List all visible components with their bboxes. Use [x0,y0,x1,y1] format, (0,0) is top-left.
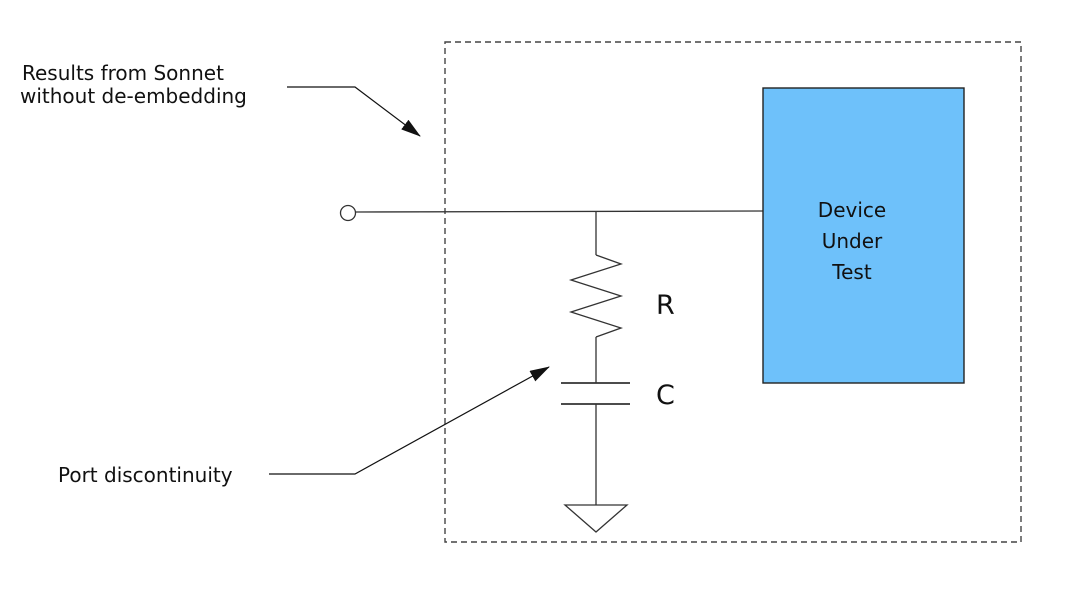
dashed-boundary [444,41,1022,543]
resistor-label: R [656,290,675,321]
port-terminal [339,204,357,222]
dut-box [762,87,965,384]
capacitor-label: C [656,380,675,411]
port-discontinuity-label: Port discontinuity [58,463,233,487]
results-callout-line2: without de-embedding [20,84,247,108]
results-callout-line1: Results from Sonnet [22,61,224,85]
dut-label-line2: Under [822,229,883,253]
ground-icon [563,504,629,533]
dut-label-line1: Device [818,198,886,222]
results-callout-leader [287,86,421,137]
dut-label-line3: Test [831,260,872,284]
resistor-symbol [568,254,624,338]
signal-line [355,210,764,213]
port-discontinuity-leader [269,366,550,475]
